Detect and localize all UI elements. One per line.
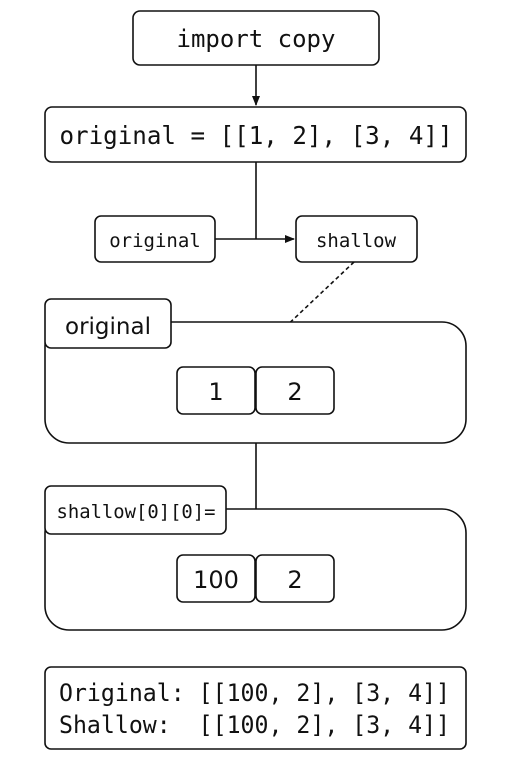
original-node: original xyxy=(94,215,216,263)
shallow-node-label: shallow xyxy=(316,230,397,252)
shallow-cell xyxy=(176,554,256,603)
output-line-shallow: Shallow: [[100, 2], [3, 4]] xyxy=(59,711,450,739)
output-line-original: Original: [[100, 2], [3, 4]] xyxy=(59,679,450,707)
shallow-group-label: shallow[0][0]= xyxy=(57,501,216,523)
import-node: import copy xyxy=(132,10,380,66)
shallow-cell-value: 2 xyxy=(287,566,302,594)
original-cell xyxy=(255,366,335,415)
shallow-node: shallow xyxy=(295,215,418,263)
import-statement: import copy xyxy=(177,25,336,53)
original-node-label: original xyxy=(109,230,201,252)
original-group: original 1 2 xyxy=(44,298,467,444)
assignment-statement: original = [[1, 2], [3, 4]] xyxy=(60,121,453,150)
shallow-group: shallow[0][0]= 100 2 xyxy=(44,485,467,631)
original-cell-value: 2 xyxy=(287,378,302,406)
original-group-label: original xyxy=(65,314,151,340)
original-cell-value: 1 xyxy=(208,378,223,406)
shallow-cell-value: 100 xyxy=(193,566,239,594)
output-box: Original: [[100, 2], [3, 4]] Shallow: [[… xyxy=(44,666,467,750)
assignment-node: original = [[1, 2], [3, 4]] xyxy=(44,106,467,163)
shallow-cell xyxy=(255,554,335,603)
original-cell xyxy=(176,366,256,415)
